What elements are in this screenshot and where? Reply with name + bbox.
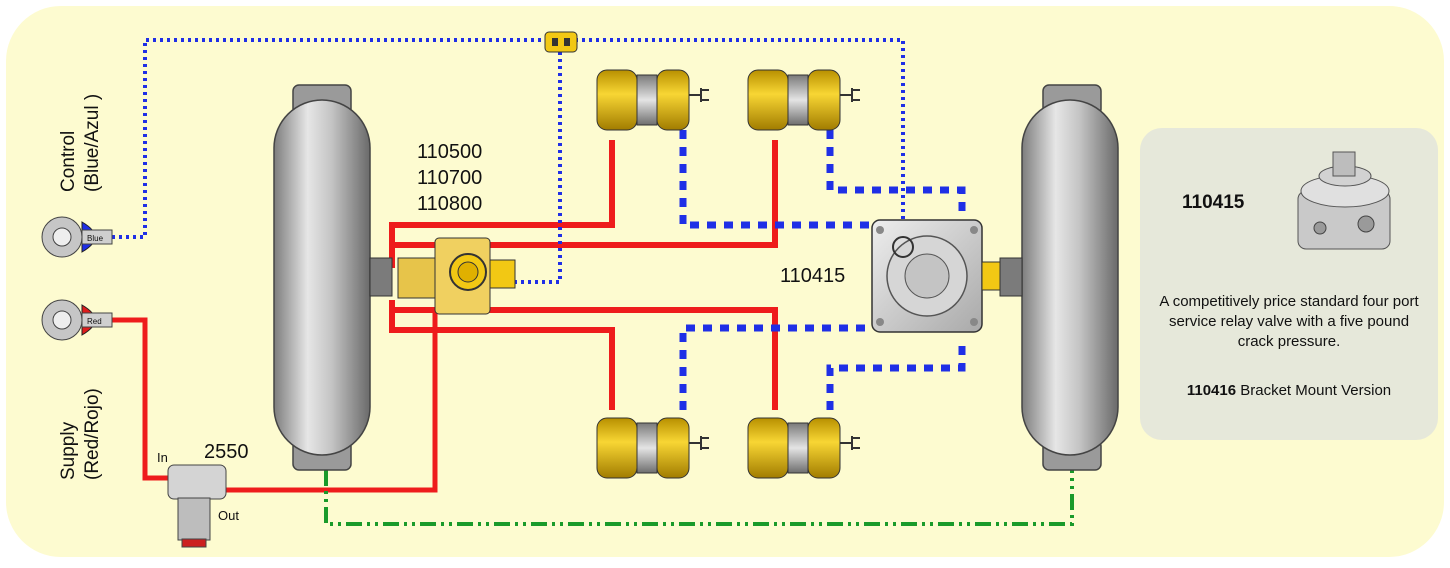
pressure-protection-valve-2550-icon <box>167 464 227 548</box>
supply-lines <box>112 140 778 493</box>
gladhand-blue-tag: Blue <box>87 234 104 243</box>
control-color-label: (Blue/Azul ) <box>82 94 103 192</box>
bracket-part-number: 110416 <box>1186 382 1237 399</box>
supply-color-label: (Red/Rojo) <box>82 388 103 480</box>
part-number-110800: 110800 <box>417 193 482 215</box>
port-in-label: In <box>157 450 168 465</box>
t-connector-icon <box>544 31 578 53</box>
info-title: 110415 <box>1182 192 1245 213</box>
relay-valve-photo-icon <box>1297 151 1391 250</box>
left-air-tank <box>273 84 393 471</box>
part-number-2550: 2550 <box>204 441 249 463</box>
brake-chamber-top-right <box>747 69 860 131</box>
relay-delivery-lines <box>679 130 966 410</box>
brake-chamber-bottom-right <box>747 417 860 479</box>
product-info-panel: 110415 A competitively price standard fo… <box>1140 128 1438 440</box>
exhaust-line <box>324 470 1074 526</box>
control-lines <box>112 38 905 284</box>
control-label: Control <box>58 131 79 192</box>
spring-brake-valve-icon <box>397 237 516 315</box>
port-out-label: Out <box>218 508 239 523</box>
right-air-tank <box>999 84 1119 471</box>
part-number-110415: 110415 <box>780 265 845 287</box>
gladhand-blue-icon <box>41 216 113 258</box>
part-number-110500: 110500 <box>417 141 482 163</box>
bracket-mount-note: 110416 Bracket Mount Version <box>1140 382 1438 399</box>
brake-chamber-bottom-left <box>596 417 709 479</box>
supply-label: Supply <box>58 421 79 480</box>
brake-chamber-top-left <box>596 69 709 131</box>
part-number-110700: 110700 <box>417 167 482 189</box>
bracket-mount-text: Bracket Mount Version <box>1236 382 1392 399</box>
info-description: A competitively price standard four port… <box>1159 293 1419 350</box>
gladhand-red-icon <box>41 299 113 341</box>
gladhand-red-tag: Red <box>87 317 102 326</box>
relay-valve-icon <box>871 219 1001 333</box>
